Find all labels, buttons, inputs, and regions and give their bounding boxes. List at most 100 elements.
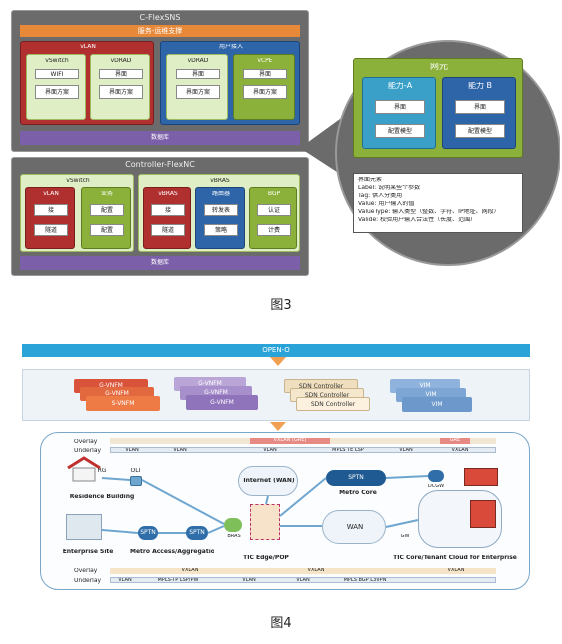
cap-a-model: 配置模型 bbox=[375, 124, 425, 138]
cflex-window: C-FlexSNS 服务-运维支撑 vLAN vSwitch WIFI 界面方案… bbox=[11, 10, 309, 152]
olt-device bbox=[130, 476, 142, 486]
ctrl-vlan-label: vLAN bbox=[43, 191, 59, 197]
residence-label: Residence Building bbox=[69, 494, 135, 500]
dcgw-label: DCGW bbox=[427, 484, 445, 489]
bottom-vxlan-1: VXLAN bbox=[181, 568, 199, 573]
impl-box-3: 界面方案 bbox=[176, 85, 220, 99]
wifi-box: WIFI bbox=[35, 69, 79, 79]
wan-cloud: WAN bbox=[322, 510, 386, 544]
ctrl-b4: 隧道 bbox=[151, 224, 185, 236]
overlay-label: Overlay bbox=[74, 439, 98, 445]
ctrl-a4: 配置 bbox=[90, 224, 124, 236]
server-rack-2 bbox=[470, 500, 496, 528]
note-line: Valide: 校验用户输入合法性（长度、范围） bbox=[358, 217, 477, 223]
bot-vlan-2: VLAN bbox=[242, 578, 256, 583]
cap-b-label: 能力 B bbox=[467, 82, 493, 90]
cap-a-label: 能力-A bbox=[387, 82, 413, 90]
note-line: Label: 说明某些个参数 bbox=[358, 185, 421, 191]
vim-card-front: VIM bbox=[402, 397, 472, 412]
controller-window: Controller-FlexNC vSwitch vLAN 接 隧道 业务 配… bbox=[11, 157, 309, 276]
mgmt2-box: 界面 bbox=[176, 69, 220, 79]
ctrl-b3: 认证 bbox=[257, 204, 291, 216]
ctrl-vbras-panel: vBRAS vBRAS 接 隧道 路由器 转发表 策略 BGP 认证 计费 bbox=[138, 174, 300, 252]
top-vlan-4: VLAN bbox=[263, 448, 277, 453]
impl-box-1: 界面方案 bbox=[35, 85, 79, 99]
ctrl-a3: 隧道 bbox=[34, 224, 68, 236]
vcpe-mgmt-box: 界面 bbox=[243, 69, 287, 79]
top-vxlan-gre: VXLAN (GRE) bbox=[250, 438, 330, 444]
bot-mpls: MPLS-TP LSP/PW bbox=[157, 578, 199, 583]
dcgw-node bbox=[428, 470, 444, 482]
vdrad2-label: vDRAD bbox=[187, 58, 209, 64]
impl-box-4: 界面方案 bbox=[243, 85, 287, 99]
bottom-overlay-label: Overlay bbox=[74, 568, 98, 574]
top-vxlan: VXLAN bbox=[451, 448, 469, 453]
enterprise-label: Enterprise Site bbox=[62, 549, 114, 555]
bottom-overlay-track bbox=[110, 568, 496, 574]
tic-cloud-label: TIC Core/Tenant Cloud for Enterprise bbox=[393, 555, 517, 561]
olt-label: OLT bbox=[130, 468, 142, 474]
ctrl-b6: 计费 bbox=[257, 224, 291, 236]
spine-node: SPTN bbox=[138, 526, 158, 540]
vcpe-label: vCPE bbox=[257, 58, 273, 64]
ctrl-database-bar: 数据库 bbox=[20, 256, 300, 270]
ctrl-b1: 接 bbox=[151, 204, 185, 216]
sptn2-node: SPTN bbox=[186, 526, 208, 540]
cap-a-iface: 界面 bbox=[375, 100, 425, 114]
bras-node bbox=[224, 518, 242, 532]
mgmt-box: 界面 bbox=[99, 69, 143, 79]
ctrl-a1: 接 bbox=[34, 204, 68, 216]
server-rack-1 bbox=[464, 468, 498, 486]
top-mpls: MPLS TE LSP bbox=[332, 448, 364, 453]
underlay-track bbox=[110, 447, 496, 453]
openo-bar: OPEN-O bbox=[22, 344, 530, 357]
top-vlan-5: VLAN bbox=[399, 448, 413, 453]
sdn-card-front: SDN Controller bbox=[296, 397, 370, 411]
user-access-group: 用户接入 vDRAD 界面 界面方案 vCPE 界面 界面方案 bbox=[160, 41, 300, 125]
ctrl-vlan-box: vLAN 接 隧道 bbox=[25, 187, 75, 249]
underlay-label: Underlay bbox=[74, 448, 102, 454]
note-line: Tag: 供人分类用 bbox=[358, 193, 403, 199]
metro-agg-label: Metro Access/Aggregation bbox=[130, 549, 214, 555]
vcpe-panel: vCPE 界面 界面方案 bbox=[233, 54, 295, 120]
ne-title: 网元 bbox=[429, 63, 448, 72]
internet-cloud: Internet (WAN) bbox=[238, 466, 298, 496]
vnfm-card-front: S-VNFM bbox=[86, 396, 160, 411]
ctrl-biz-label: 业务 bbox=[100, 191, 113, 197]
vdrad2-panel: vDRAD 界面 界面方案 bbox=[166, 54, 228, 120]
gw-label: GW bbox=[400, 534, 410, 539]
ctrl-route-label: 路由器 bbox=[211, 191, 230, 197]
cap-a-box: 能力-A 界面 配置模型 bbox=[362, 77, 436, 149]
controller-title: Controller-FlexNC bbox=[125, 160, 195, 169]
bot-mpls-2: MPLS BGP L3VPN bbox=[343, 578, 387, 583]
metro-core-label: Metro Core bbox=[339, 490, 377, 496]
cflex-title: C-FlexSNS bbox=[139, 13, 181, 22]
bottom-underlay-track bbox=[110, 577, 496, 583]
bottom-vxlan-3: VXLAN bbox=[447, 568, 465, 573]
vswitch-label: vSwitch bbox=[45, 58, 69, 64]
bottom-vxlan-2: VXLAN bbox=[307, 568, 325, 573]
element-notes: 界面元素 Label: 说明某些个参数 Tag: 供人分类用 Value: 用户… bbox=[353, 173, 523, 233]
network-element-panel: 网元 能力-A 界面 配置模型 能力 B 界面 配置模型 bbox=[353, 58, 523, 158]
vlan-group: vLAN vSwitch WIFI 界面方案 vDRAD 界面 界面方案 bbox=[20, 41, 154, 125]
database-bar: 数据库 bbox=[20, 131, 300, 145]
bras-label: BRAS bbox=[227, 534, 241, 539]
cap-b-iface: 界面 bbox=[455, 100, 505, 114]
internet-label: Internet (WAN) bbox=[243, 478, 295, 484]
ctrl-bgp-box: BGP 认证 计费 bbox=[249, 187, 297, 249]
cap-b-box: 能力 B 界面 配置模型 bbox=[442, 77, 516, 149]
band-arrow bbox=[270, 422, 286, 431]
rg-label: RG bbox=[97, 468, 107, 474]
bot-vlan-1: VLAN bbox=[118, 578, 132, 583]
user-access-label: 用户接入 bbox=[218, 44, 243, 50]
ctrl-bgp-label: BGP bbox=[267, 191, 281, 197]
ctrl-vswitch-panel: vSwitch vLAN 接 隧道 业务 配置 配置 bbox=[20, 174, 134, 252]
wan-label: WAN bbox=[346, 524, 364, 531]
sptn-core-node: SPTN bbox=[326, 470, 386, 486]
tic-edge-stack bbox=[250, 504, 280, 540]
top-vlan-2: VLAN bbox=[173, 448, 187, 453]
ctrl-vbras-sub: vBRAS 接 隧道 bbox=[143, 187, 191, 249]
note-line: ValueType: 输入类型（整数、字符、IP地址、网段） bbox=[358, 209, 500, 215]
vswitch-panel: vSwitch WIFI 界面方案 bbox=[26, 54, 86, 120]
figure-caption-4: 图4 bbox=[270, 616, 292, 631]
